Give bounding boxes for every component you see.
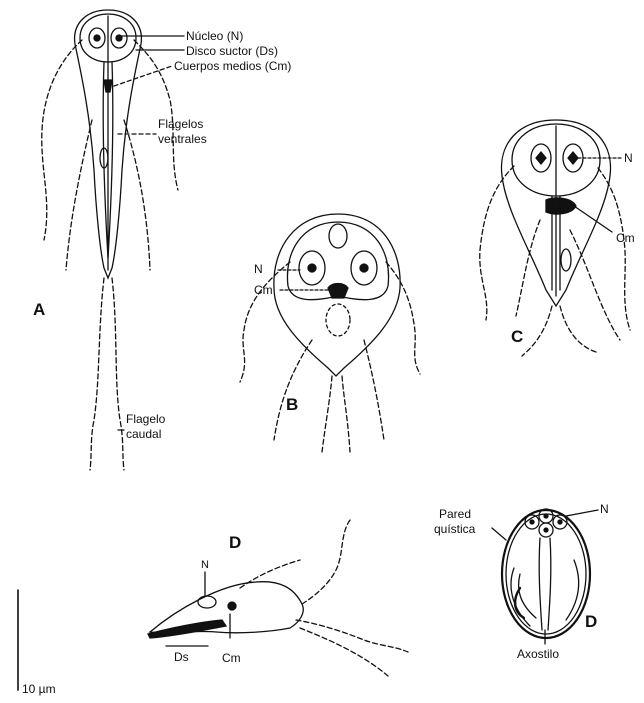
label-median-bodies: Cuerpos medios (Cm) <box>174 59 291 73</box>
cyst-karyosome-4 <box>544 528 548 532</box>
figure-d-side-cm-label: Cm <box>222 651 241 665</box>
flagellum-side-1 <box>302 520 350 604</box>
label-ventral-flagella-1: Flagelos <box>158 117 203 131</box>
vacuole-c <box>561 249 571 271</box>
cyst-karyosome-1 <box>530 520 534 524</box>
figure-letter-c: C <box>511 328 523 346</box>
scale-bar-label: 10 µm <box>22 682 56 696</box>
nucleus-right-b-karyosome <box>360 264 368 272</box>
flagellum-b-1 <box>240 262 290 382</box>
median-body <box>104 80 112 92</box>
figure-letter-d-cyst: D <box>585 613 597 631</box>
nucleus-left-b-karyosome <box>308 264 316 272</box>
cyst-n-label: N <box>600 502 609 516</box>
cytoplasm-detail-b <box>326 304 350 336</box>
cyst-karyosome-3 <box>558 520 562 524</box>
figure-letter-d-side: D <box>229 534 241 552</box>
figure-c-cm-label: Cm <box>616 231 635 245</box>
flagellum-c-2 <box>598 168 630 330</box>
cyst-axostyle <box>539 538 551 630</box>
figure-d-side-n-label: N <box>201 558 209 572</box>
nucleus-right-karyosome <box>116 35 122 41</box>
flagellum-b-4 <box>364 340 384 440</box>
trophozoite-a-drawing <box>42 10 184 470</box>
cyst-wall-label-1: Pared <box>439 507 471 521</box>
flagellum-side-4 <box>300 628 388 676</box>
leader-cyst-wall <box>492 528 506 540</box>
cyst-karyosome-2 <box>544 514 548 518</box>
caudal-flagellum-b-1 <box>322 376 332 452</box>
figure-b-n-label: N <box>254 262 263 276</box>
label-ventral-flagella-2: ventrales <box>158 132 207 146</box>
cyst-wall-label-2: quística <box>434 522 475 536</box>
nucleus-side <box>198 596 216 608</box>
axostyle-label: Axostilo <box>517 647 559 661</box>
flagellum-b-3 <box>274 340 312 440</box>
trophozoite-b-drawing <box>240 214 420 452</box>
nucleus-left-c-karyosome <box>536 152 546 164</box>
caudal-flagellum-b-2 <box>342 376 350 452</box>
flagellum-a-3 <box>66 120 92 270</box>
flagellum-a-1 <box>42 40 82 240</box>
figure-d-side-ds-label: Ds <box>174 650 189 664</box>
flagellum-side-2 <box>296 620 408 652</box>
figure-b-cm-label: Cm <box>254 283 273 297</box>
caudal-flagellum-a-2 <box>112 278 124 470</box>
flagellum-b-2 <box>386 262 420 374</box>
flagellum-a-4 <box>124 120 150 270</box>
leader-median-bodies <box>114 66 172 86</box>
leader-cyst-n <box>566 510 598 516</box>
label-sucker-disc: Disco suctor (Ds) <box>186 44 278 58</box>
label-nucleus: Núcleo (N) <box>186 29 243 43</box>
label-caudal-flagellum-1: Flagelo <box>126 412 165 426</box>
median-body-side <box>228 602 236 610</box>
median-body-b <box>328 284 348 299</box>
nucleus-left-karyosome <box>94 35 100 41</box>
trophozoite-side-body <box>150 582 303 633</box>
nucleus-right-c-karyosome <box>568 152 578 164</box>
caudal-flagellum-a-1 <box>90 278 104 470</box>
sucker-disc-side <box>148 620 226 638</box>
central-vacuole <box>329 224 347 248</box>
figure-letter-b: B <box>286 396 298 414</box>
caudal-flagellum-c <box>522 306 596 356</box>
flagellum-c-4 <box>570 230 620 340</box>
trophozoite-c-drawing <box>480 120 630 356</box>
cyst-drawing <box>492 509 598 644</box>
figure-c-n-label: N <box>624 151 633 165</box>
flagellum-c-1 <box>480 166 514 320</box>
median-body-c <box>546 198 576 214</box>
label-caudal-flagellum-2: caudal <box>126 427 161 441</box>
flagellum-a-2 <box>134 40 178 190</box>
figure-letter-a: A <box>33 301 45 319</box>
flagellum-side-3 <box>240 560 300 588</box>
